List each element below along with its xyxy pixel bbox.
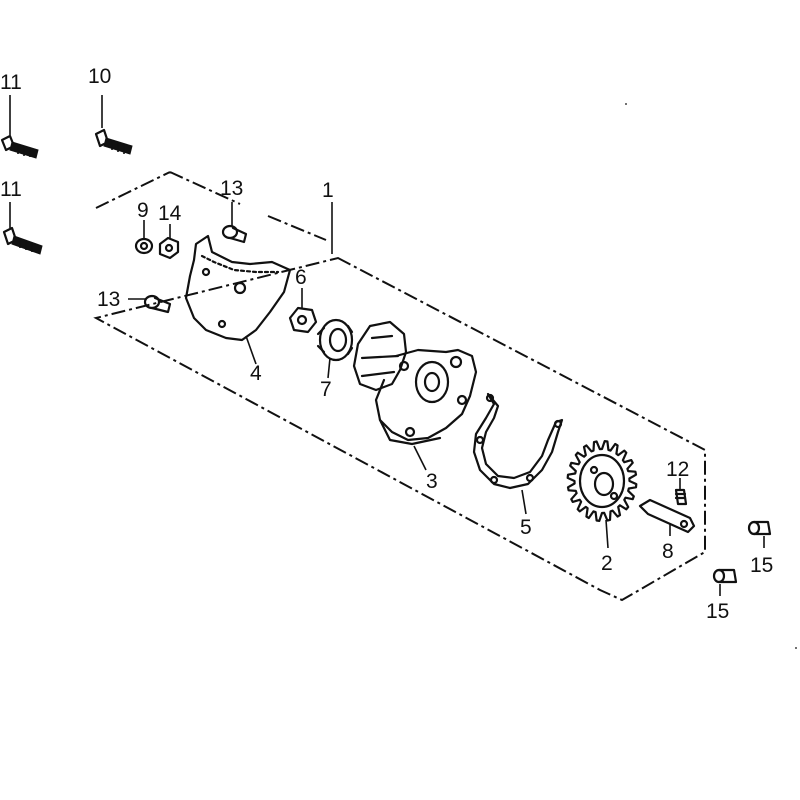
pump-body-3 [352, 320, 478, 446]
nut-6 [288, 306, 318, 334]
callout-11b: 11 [0, 178, 22, 201]
callout-10: 10 [88, 65, 111, 88]
bolt-11-top [0, 134, 39, 159]
callout-5: 5 [520, 516, 532, 539]
callout-3: 3 [426, 470, 438, 493]
leader-4 [245, 335, 257, 365]
callout-2: 2 [601, 552, 613, 575]
washer-9 [134, 237, 154, 255]
sprocket-2 [566, 440, 638, 522]
spring-pin-12 [674, 488, 688, 506]
dowel-15-right [747, 520, 772, 536]
leader-5 [521, 489, 527, 515]
leader-2 [605, 519, 609, 549]
callout-13a: 13 [220, 177, 243, 200]
callout-11a: 11 [0, 71, 22, 94]
callout-9: 9 [137, 199, 149, 222]
callout-15a: 15 [750, 554, 773, 577]
bolt-10 [94, 128, 133, 155]
callout-15b: 15 [706, 600, 729, 623]
gasket-5 [472, 392, 564, 490]
dowel-15-bottom [712, 568, 738, 584]
callout-14: 14 [158, 202, 182, 225]
callout-4: 4 [250, 362, 262, 385]
nut-14 [158, 236, 180, 260]
shaft-8 [638, 498, 696, 534]
leader-3 [413, 445, 427, 471]
leader-7 [327, 357, 331, 379]
assembly-boundary [93, 171, 706, 602]
dowel-13-side [143, 294, 172, 314]
dowel-13-top [221, 224, 248, 244]
rotor-7 [316, 318, 354, 362]
scan-speck [625, 103, 627, 105]
callout-1: 1 [322, 179, 334, 202]
scan-speck [795, 647, 797, 649]
callout-12: 12 [666, 458, 689, 481]
callout-13b: 13 [97, 288, 120, 311]
bolt-11-bottom [2, 226, 43, 255]
callout-8: 8 [662, 540, 674, 563]
cover-plate-4 [184, 234, 292, 342]
callout-7: 7 [320, 378, 332, 401]
callout-6: 6 [295, 266, 307, 289]
